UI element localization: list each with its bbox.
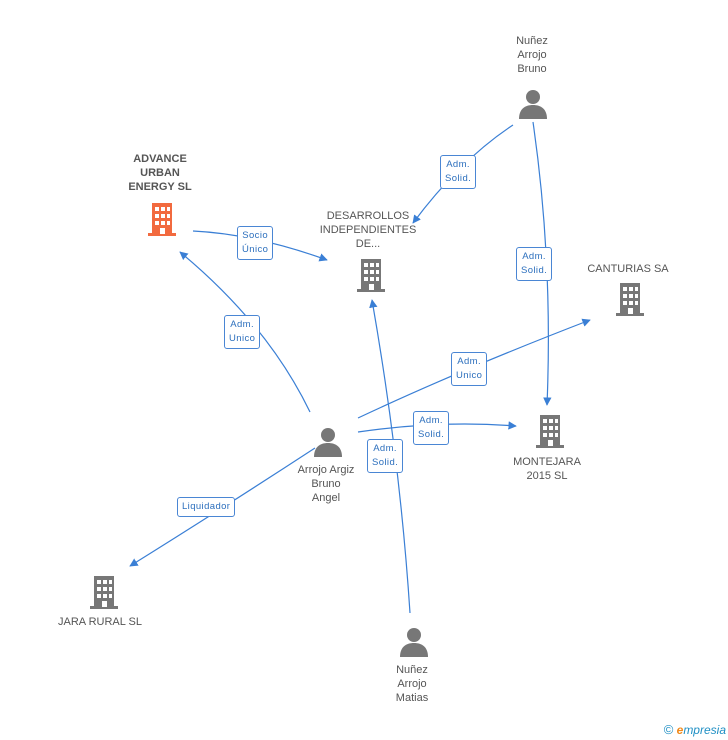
edge-label-liquidador: Liquidador (177, 497, 236, 517)
edge-label-argiz-advance: Adm. Unico (224, 315, 261, 349)
edge-label-argiz-montejara: Adm. Solid. (413, 411, 450, 445)
building-icon-advance-urban[interactable] (146, 203, 178, 242)
building-icon-montejara[interactable] (534, 415, 566, 454)
edge-label-bruno-desarrollos: Adm. Solid. (440, 155, 477, 189)
edge-label-argiz-canturias: Adm. Unico (451, 352, 488, 386)
brand-logo-e: e (676, 723, 684, 737)
node-label-montejara: MONTEJARA 2015 SL (513, 456, 581, 482)
building-icon-jara-rural[interactable] (88, 576, 120, 615)
copyright-symbol: © (663, 722, 674, 737)
edge-label-matias-desarrollos: Adm. Solid. (367, 439, 404, 473)
node-label-arrojo-argiz: Arrojo Argiz Bruno Angel (297, 464, 355, 504)
node-label-jara-rural: JARA RURAL SL (58, 616, 142, 628)
node-label-nunez-bruno: Nuñez Arrojo Bruno (516, 35, 548, 75)
brand-logo-text: mpresia (683, 723, 726, 737)
building-icon-desarrollos[interactable] (355, 259, 387, 298)
building-icon-canturias[interactable] (614, 283, 646, 322)
node-label-canturias: CANTURIAS SA (587, 263, 669, 275)
edge-label-socio-unico: Socio Único (237, 226, 274, 260)
person-icon-nunez-matias[interactable] (400, 627, 428, 662)
node-label-desarrollos: DESARROLLOS INDEPENDIENTES DE... (319, 210, 417, 250)
person-icon-nunez-bruno[interactable] (519, 89, 547, 124)
node-label-advance-urban: ADVANCE URBAN ENERGY SL (128, 153, 192, 193)
footer-brand: © empresia (664, 722, 726, 737)
node-label-nunez-matias: Nuñez Arrojo Matias (395, 664, 429, 704)
edge-label-bruno-montejara: Adm. Solid. (516, 247, 553, 281)
person-icon-arrojo-argiz[interactable] (314, 427, 342, 462)
